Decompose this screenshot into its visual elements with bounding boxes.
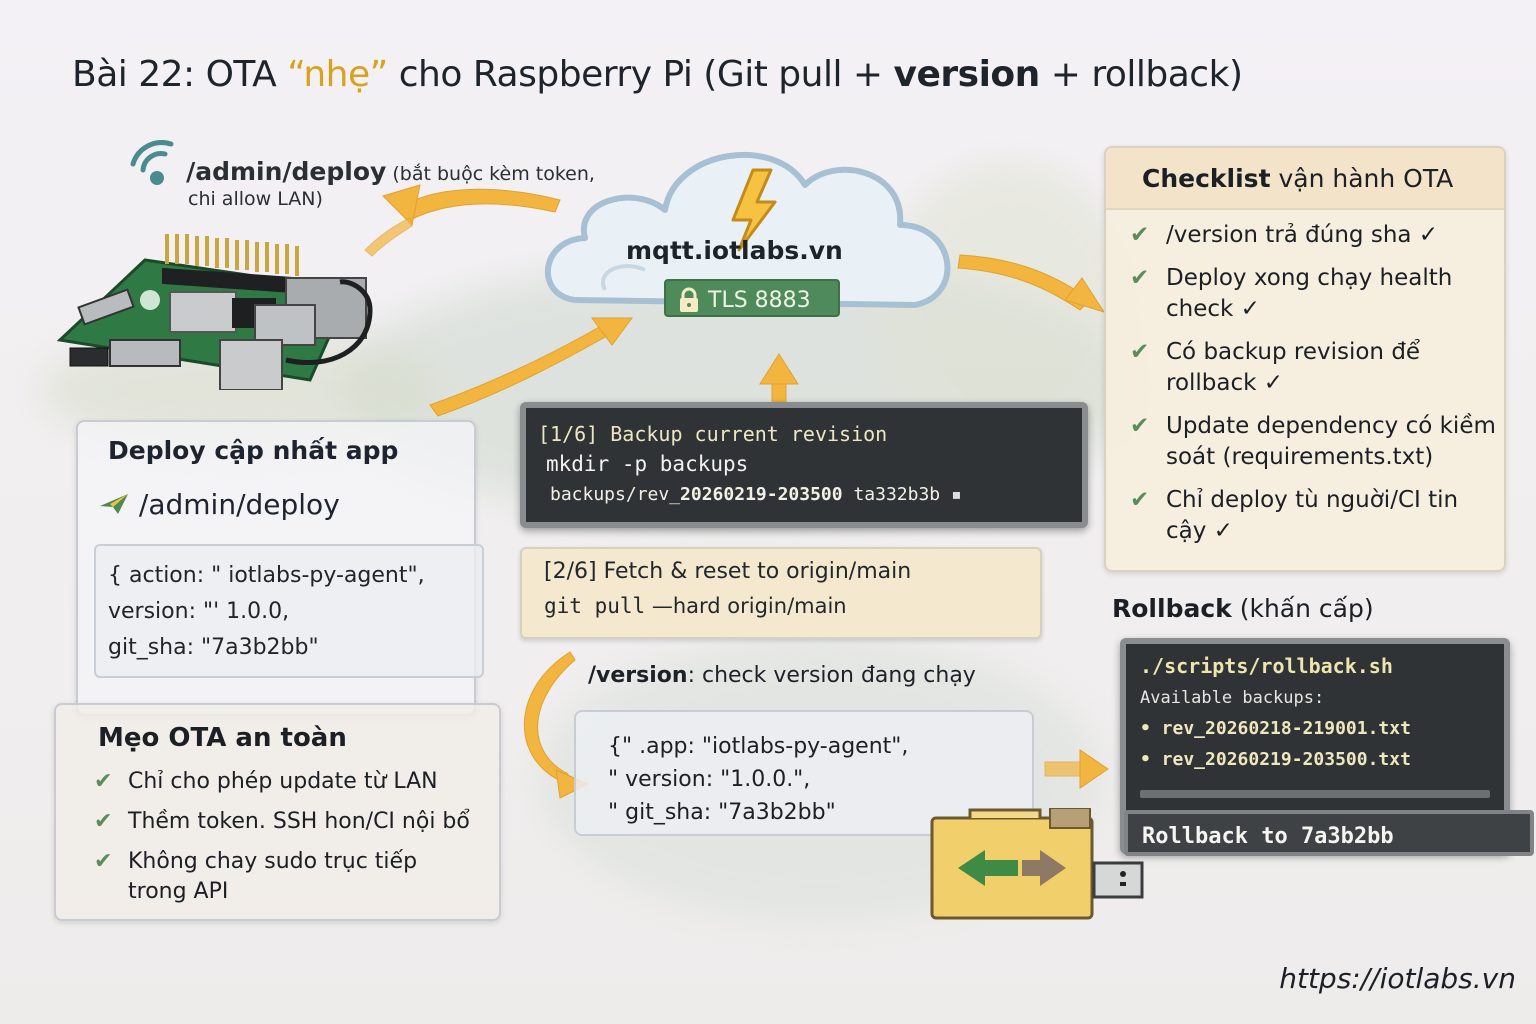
arrow-right-icon [1022,850,1066,886]
arrow-left-icon [958,850,1018,886]
divider [1140,790,1490,798]
deploy-route: /admin/deploy [100,488,340,521]
admin-deploy-note-text-2: chi allow LAN) [188,188,323,210]
check-icon: ✔ [1130,413,1150,439]
wifi-icon [130,140,174,185]
arrowhead [759,353,799,385]
step1-heading: [1/6] Backup current revision [538,422,888,446]
code-line: " git_sha: "7a3b2bb" [608,800,836,825]
backup-item[interactable]: • rev_20260219-203500.txt [1140,749,1411,770]
hdmi-port [109,339,181,367]
raspberry-pi-board-illustration [56,234,373,390]
admin-deploy-note: /admin/deploy (bắt buộc kèm token, chi a… [125,140,595,210]
check-icon: ✔ [1130,339,1150,365]
arrow-shaft-right [1044,761,1086,777]
ethernet-port [219,339,283,390]
checklist-item: ✔Update dependency có kiềm soát (require… [1130,411,1504,473]
rollback-title: Rollback (khấn cấp) [1112,594,1374,623]
cable [285,279,373,366]
code-line: version: "' 1.0.0, [108,599,290,624]
code-line: " version: "1.0.0.", [608,767,811,792]
arrow-pi-to-wifi [364,217,413,257]
check-icon: ✔ [1130,487,1150,513]
lock-icon [680,287,698,312]
tls-label: TLS 8883 [708,287,811,313]
gpio-header-pins [165,234,299,276]
check-icon: ✔ [94,769,113,794]
backup-item[interactable]: • rev_20260218-219001.txt [1140,718,1411,739]
deploy-title: Deploy cập nhất app [108,436,399,465]
arrowhead [382,184,421,227]
step2-heading: [2/6] Fetch & reset to origin/main [544,559,912,584]
arrowhead [1064,277,1106,313]
paper-plane-icon [100,494,128,514]
deploy-payload-code: { action: " iotlabs-py-agent", version: … [94,544,484,678]
page-title: Bài 22: OTA “nhẹ” cho Raspberry Pi (Git … [72,54,1243,95]
usb-folder-icon [930,808,1144,920]
rollback-script: ./scripts/rollback.sh [1140,654,1393,678]
version-endpoint-label: /version: check version đang chạy [588,663,976,688]
checklist-item: ✔Deploy xong chạy health check ✓ [1130,263,1504,325]
lightning-icon [731,168,777,252]
arrow-curved-down [523,651,576,784]
checklist-item: ✔Có backup revision để rollback ✓ [1130,337,1504,399]
mqtt-host: mqtt.iotlabs.vn [626,236,843,265]
code-line: {" .app: "iotlabs-py-agent", [608,734,909,759]
version-response-code: {" .app: "iotlabs-py-agent", " version: … [574,710,1034,836]
checklist-title: Checklist vận hành OTA [1106,148,1504,210]
step1-output: backups/rev_20260219-203500 ta332b3b ▪ [550,484,962,505]
check-icon: ✔ [1130,222,1150,248]
step1-terminal: [1/6] Backup current revision mkdir -p b… [520,402,1088,528]
tips-title: Mẹo OTA an toàn [98,723,347,753]
step2-card: [2/6] Fetch & reset to origin/main git p… [520,547,1042,639]
arrowhead [1079,749,1109,789]
cloud-illustration [545,151,951,308]
checklist-item: ✔/version trả đúng sha ✓ [1130,220,1504,251]
admin-deploy-note-text: (bắt buộc kèm token, [386,163,595,185]
rollback-to-button[interactable]: Rollback to 7a3b2bb [1124,810,1534,856]
safe-ota-tips-panel: Mẹo OTA an toàn ✔Chỉ cho phép update từ … [54,703,501,921]
admin-deploy-route: /admin/deploy [186,157,387,186]
tls-badge: TLS 8883 [664,279,840,317]
step1-command: mkdir -p backups [546,452,749,476]
checklist-items: ✔/version trả đúng sha ✓ ✔Deploy xong ch… [1106,210,1504,547]
terminal-cursor-icon: ▪ [951,484,962,505]
check-icon: ✔ [94,849,113,874]
check-icon: ✔ [94,809,113,834]
check-icon: ✔ [1130,265,1150,291]
ops-checklist-panel: Checklist vận hành OTA ✔/version trả đún… [1104,146,1506,572]
tip-item: ✔Chỉ cho phép update từ LAN [94,767,470,797]
tip-item: ✔Thềm token. SSH hon/CI nội bổ [94,807,470,837]
tips-items: ✔Chỉ cho phép update từ LAN ✔Thềm token.… [94,767,470,917]
logo [140,290,160,310]
step2-command: git pull —hard origin/main [544,594,847,618]
code-line: git_sha: "7a3b2bb" [108,635,319,660]
site-url[interactable]: https://iotlabs.vn [1279,962,1516,995]
soc-chip [169,291,237,333]
deploy-app-panel: Deploy cập nhất app /admin/deploy { acti… [76,420,484,716]
available-backups-label: Available backups: [1140,688,1325,708]
code-line: { action: " iotlabs-py-agent", [108,563,425,588]
tip-item: ✔Không chay sudo trục tiếp trong API [94,847,454,907]
arrowhead [591,317,633,346]
checklist-item: ✔Chỉ deploy tù nguời/CI tin cậy ✓ [1130,485,1504,547]
arrow-cloud-to-checklist [957,254,1091,311]
